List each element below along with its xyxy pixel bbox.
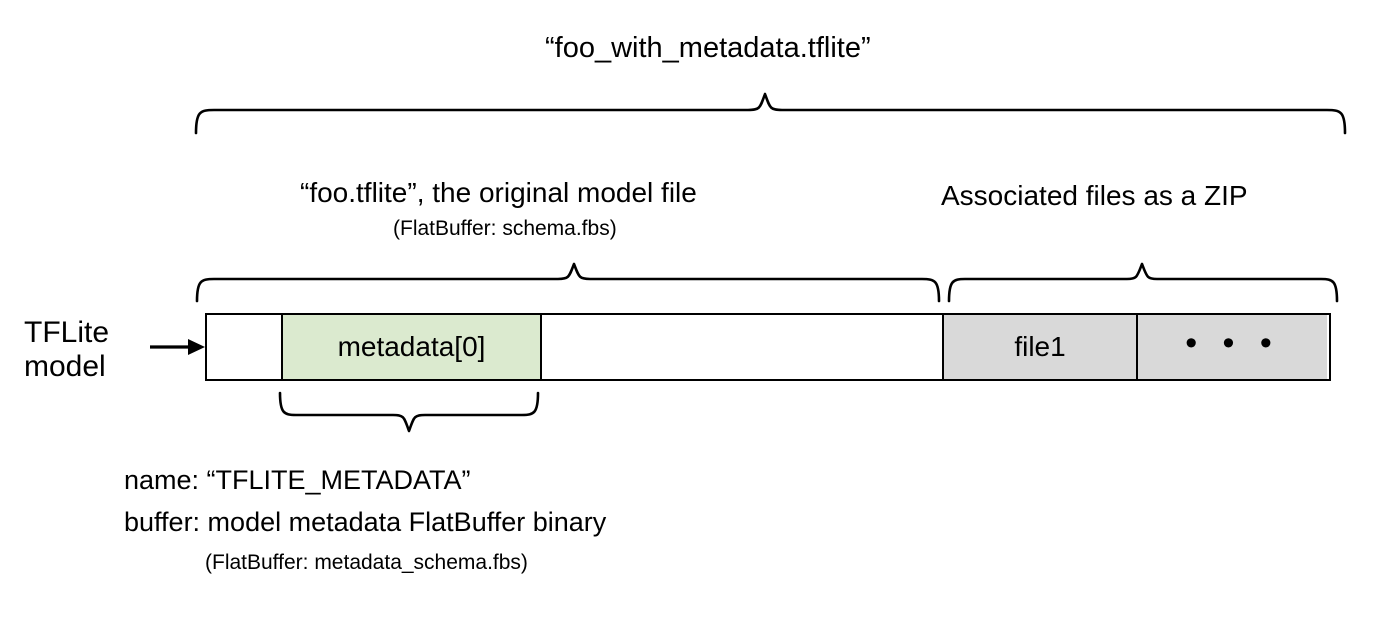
segment-blank-head — [207, 315, 281, 379]
brace-zip-files — [947, 262, 1339, 303]
segment-file1: file1 — [942, 315, 1136, 379]
segment-file1-label: file1 — [1014, 331, 1066, 362]
metadata-note-name: name: “TFLITE_METADATA” — [124, 465, 471, 495]
segment-metadata-0: metadata[0] — [281, 315, 540, 379]
metadata-note-buffer: buffer: model metadata FlatBuffer binary — [124, 507, 607, 537]
zip-section-label: Associated files as a ZIP — [941, 180, 1248, 211]
model-section-label: “foo.tflite”, the original model file — [300, 177, 697, 208]
segment-metadata-0-label: metadata[0] — [337, 331, 486, 362]
segment-more-files: • • • — [1136, 315, 1327, 379]
segment-model-body — [540, 315, 942, 379]
model-section-sublabel: (FlatBuffer: schema.fbs) — [393, 217, 617, 240]
arrow-to-bar — [150, 339, 205, 355]
brace-whole-file — [194, 92, 1347, 135]
tflite-model-label-line1: TFLite — [24, 316, 110, 349]
brace-metadata-detail — [278, 391, 540, 433]
segment-more-files-label: • • • — [1185, 324, 1280, 362]
tflite-model-label-line2: model — [24, 349, 106, 383]
brace-model-file — [195, 262, 941, 303]
diagram-title: “foo_with_metadata.tflite” — [545, 32, 871, 64]
tflite-model-bar: metadata[0] file1 • • • — [205, 313, 1331, 381]
metadata-note-schema: (FlatBuffer: metadata_schema.fbs) — [205, 551, 528, 574]
tflite-model-label: TFLite model — [24, 316, 109, 383]
